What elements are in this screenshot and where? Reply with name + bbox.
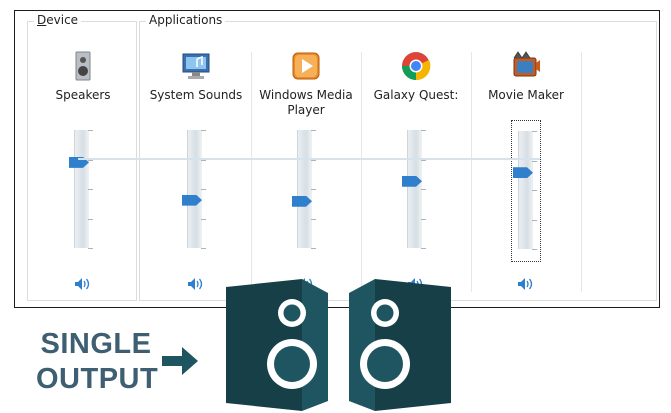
slider-thumb[interactable] bbox=[513, 167, 533, 179]
channel-label: System Sounds bbox=[149, 88, 243, 102]
slider-tick bbox=[421, 189, 426, 190]
mute-speakers-button[interactable] bbox=[74, 277, 92, 291]
applications-group: Applications System Sounds bbox=[139, 13, 657, 302]
volume-slider-galaxy-quest[interactable] bbox=[401, 120, 431, 262]
slider-tick bbox=[201, 218, 206, 220]
channel-divider bbox=[471, 52, 472, 292]
speaker-left-icon bbox=[226, 279, 328, 411]
channel-divider bbox=[251, 52, 252, 292]
channel-movie-maker: Movie Maker bbox=[471, 22, 581, 302]
channel-speakers: Speakers bbox=[28, 22, 138, 302]
volume-slider-movie-maker[interactable] bbox=[511, 120, 541, 262]
slider-track bbox=[74, 130, 89, 248]
windows-media-player-icon bbox=[292, 52, 320, 80]
channel-label: Galaxy Quest: bbox=[373, 88, 459, 102]
slider-tick bbox=[532, 249, 537, 250]
volume-mixer-window: Device Speakers Applications bbox=[14, 10, 660, 308]
channel-galaxy-quest: Galaxy Quest: bbox=[361, 22, 471, 302]
slider-tick bbox=[311, 248, 316, 249]
slider-thumb[interactable] bbox=[69, 156, 89, 168]
single-output-caption: SINGLE OUTPUT bbox=[36, 328, 159, 395]
system-sounds-icon bbox=[182, 53, 210, 79]
slider-tick bbox=[88, 189, 93, 190]
slider-tick bbox=[532, 190, 537, 191]
channel-label: Speakers bbox=[55, 88, 111, 102]
movie-maker-icon bbox=[513, 51, 540, 77]
mute-system-sounds-button[interactable] bbox=[187, 277, 205, 291]
volume-slider-windows-media-player[interactable] bbox=[291, 120, 321, 262]
slider-tick bbox=[88, 218, 93, 220]
slider-tick bbox=[88, 130, 93, 131]
slider-tick bbox=[421, 159, 426, 161]
slider-tick bbox=[201, 248, 206, 249]
chrome-browser-icon bbox=[402, 52, 431, 81]
slider-tick bbox=[201, 189, 206, 190]
slider-tick bbox=[311, 189, 316, 190]
volume-slider-speakers[interactable] bbox=[68, 120, 98, 262]
volume-slider-system-sounds[interactable] bbox=[181, 120, 211, 262]
arrow-right-icon bbox=[162, 347, 198, 375]
slider-tick bbox=[311, 218, 316, 220]
slider-tick bbox=[421, 130, 426, 131]
channel-divider bbox=[361, 52, 362, 292]
slider-tick bbox=[88, 159, 93, 161]
slider-tick bbox=[201, 159, 206, 161]
channel-divider bbox=[581, 52, 582, 292]
device-group: Device Speakers bbox=[27, 13, 138, 302]
slider-tick bbox=[421, 248, 426, 249]
speaker-right-icon bbox=[349, 279, 451, 411]
channel-label: Movie Maker bbox=[488, 88, 564, 102]
slider-tick bbox=[532, 160, 537, 162]
slider-track bbox=[407, 130, 422, 248]
slider-tick bbox=[421, 218, 426, 220]
slider-track bbox=[297, 130, 312, 248]
applications-group-label: Applications bbox=[146, 13, 226, 27]
mute-movie-maker-button[interactable] bbox=[517, 277, 535, 291]
slider-tick bbox=[201, 130, 206, 131]
slider-tick bbox=[311, 159, 316, 161]
slider-thumb[interactable] bbox=[292, 195, 312, 207]
slider-thumb[interactable] bbox=[182, 194, 202, 206]
slider-tick bbox=[532, 219, 537, 221]
device-group-label: Device bbox=[34, 13, 82, 27]
slider-tick bbox=[532, 131, 537, 132]
slider-track bbox=[518, 131, 533, 249]
slider-thumb[interactable] bbox=[402, 175, 422, 187]
master-volume-line bbox=[78, 158, 540, 160]
slider-track bbox=[187, 130, 202, 248]
speaker-device-icon bbox=[75, 51, 91, 81]
slider-tick bbox=[88, 248, 93, 249]
slider-tick bbox=[311, 130, 316, 131]
channel-system-sounds: System Sounds bbox=[141, 22, 251, 302]
